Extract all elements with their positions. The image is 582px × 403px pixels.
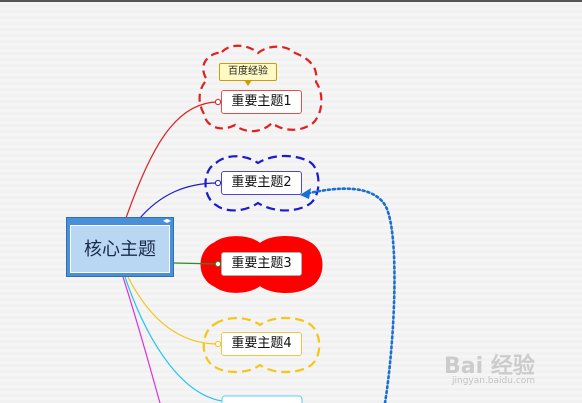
collapse-handle-icon[interactable]: ◂▸ bbox=[162, 216, 171, 225]
topic-node-1[interactable]: 重要主题1 bbox=[221, 90, 302, 114]
handle-topic-2[interactable] bbox=[214, 179, 222, 187]
relationship-arrow-icon bbox=[300, 188, 311, 199]
topic-node-3[interactable]: 重要主题3 bbox=[221, 252, 302, 276]
window-top-border bbox=[0, 0, 582, 2]
watermark-logo: Bai 经验 bbox=[444, 354, 535, 379]
connector-topic-5 bbox=[124, 276, 223, 402]
central-topic-label: 核心主题 bbox=[70, 225, 170, 273]
boundary-topic-2[interactable] bbox=[204, 154, 320, 212]
central-topic[interactable]: ◂▸ 核心主题 bbox=[66, 217, 174, 277]
boundary-topic-1[interactable] bbox=[198, 44, 323, 133]
connector-topic-2 bbox=[139, 182, 219, 219]
watermark-url: jingyan.baidu.com bbox=[452, 376, 536, 386]
handle-topic-1[interactable] bbox=[214, 98, 222, 106]
connector-topic-6 bbox=[122, 276, 161, 403]
relationship-line[interactable] bbox=[303, 187, 396, 403]
callout-note[interactable]: 百度经验 bbox=[219, 63, 277, 81]
topic-node-2[interactable]: 重要主题2 bbox=[221, 171, 302, 195]
handle-topic-3[interactable] bbox=[214, 260, 222, 268]
connector-topic-4 bbox=[127, 276, 219, 345]
connector-topic-1 bbox=[125, 101, 219, 219]
topic-5-partial[interactable] bbox=[221, 395, 303, 403]
boundary-topic-4[interactable] bbox=[202, 316, 321, 374]
topic-node-4[interactable]: 重要主题4 bbox=[221, 332, 302, 356]
handle-topic-4[interactable] bbox=[214, 340, 222, 348]
callout-tail-icon bbox=[244, 80, 252, 86]
connector-topic-3 bbox=[173, 262, 219, 265]
